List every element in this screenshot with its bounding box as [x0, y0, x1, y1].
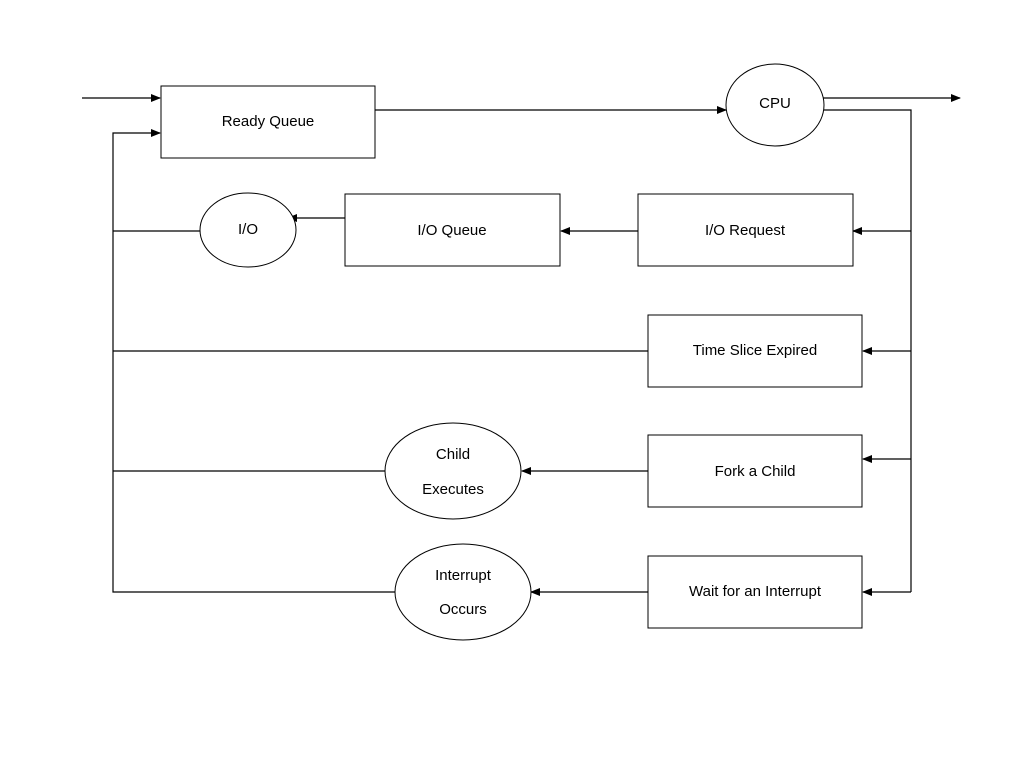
cpu-label: CPU: [759, 95, 791, 112]
cpu-node: CPU: [725, 63, 825, 147]
interrupt-to-ready-queue-return: [112, 129, 395, 593]
wait-for-interrupt-node: Wait for an Interrupt: [647, 555, 863, 629]
connectors: [82, 94, 961, 596]
fork-a-child-label: Fork a Child: [715, 463, 796, 480]
child-executes-label-line1: Child: [436, 446, 470, 463]
io-request-label: I/O Request: [705, 222, 786, 239]
interrupt-occurs-node: Interrupt Occurs: [394, 543, 532, 641]
cpu-to-right-bus: [823, 109, 912, 592]
ready-queue-node: Ready Queue: [160, 85, 376, 159]
io-queue-node: I/O Queue: [344, 193, 561, 267]
interrupt-occurs-label-line1: Interrupt: [435, 567, 492, 584]
fork-a-child-node: Fork a Child: [647, 434, 863, 508]
interrupt-occurs-label-line2: Occurs: [439, 601, 487, 618]
io-label: I/O: [238, 221, 258, 238]
child-executes-label-line2: Executes: [422, 481, 484, 498]
child-executes-node: Child Executes: [384, 422, 522, 520]
wait-for-interrupt-label: Wait for an Interrupt: [689, 583, 822, 600]
io-request-node: I/O Request: [637, 193, 854, 267]
time-slice-expired-label: Time Slice Expired: [693, 342, 817, 359]
time-slice-expired-node: Time Slice Expired: [647, 314, 863, 388]
io-node: I/O: [199, 192, 297, 268]
io-queue-label: I/O Queue: [417, 222, 486, 239]
ready-queue-label: Ready Queue: [222, 113, 315, 130]
